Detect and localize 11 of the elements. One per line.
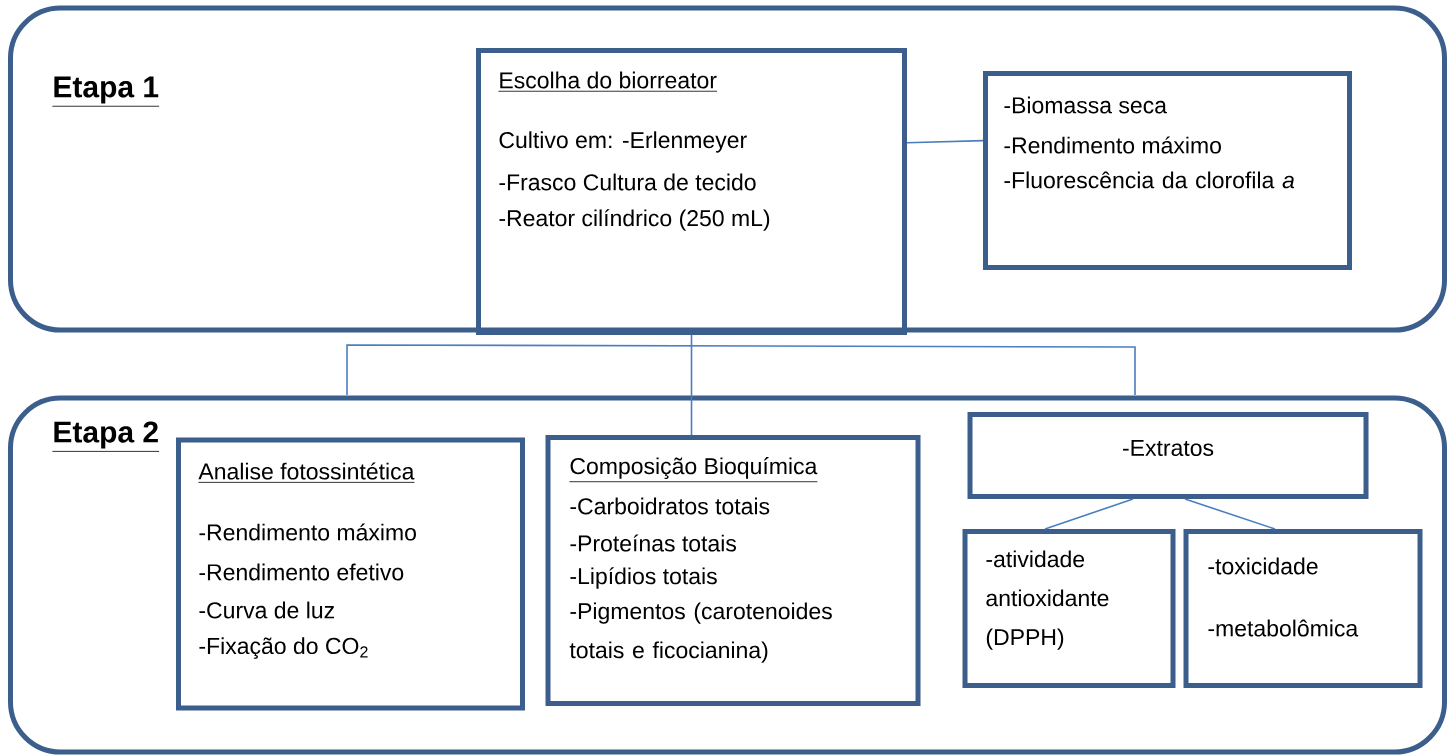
connector-line bbox=[1044, 498, 1134, 530]
connector-line bbox=[1184, 498, 1276, 530]
connector-line bbox=[906, 139, 984, 144]
process-box: Composição Bioquímica -Carboidratos totais -Proteínas totais -Lipídios totais -Pigmentos (carotenoides totais e ficocianina) bbox=[545, 435, 921, 706]
process-box: Analise fotossintética -Rendimento máximo -Rendimento efetivo -Curva de luz -Fixação do CO$_{2}$ bbox=[176, 437, 525, 711]
process-box: -toxicidade -metabolômica bbox=[1183, 529, 1423, 688]
connector-line bbox=[690, 334, 693, 436]
process-box: -Biomassa seca -Rendimento máximo -Fluorescência da clorofila a bbox=[983, 71, 1352, 270]
process-box: -Extratos bbox=[967, 412, 1369, 499]
process-box: Escolha do biorreator Cultivo em: -Erlenmeyer -Frasco Cultura de tecido -Reator cilíndrico (250 mL) bbox=[476, 48, 907, 335]
process-box: -atividade antioxidante (DPPH) bbox=[962, 529, 1176, 688]
